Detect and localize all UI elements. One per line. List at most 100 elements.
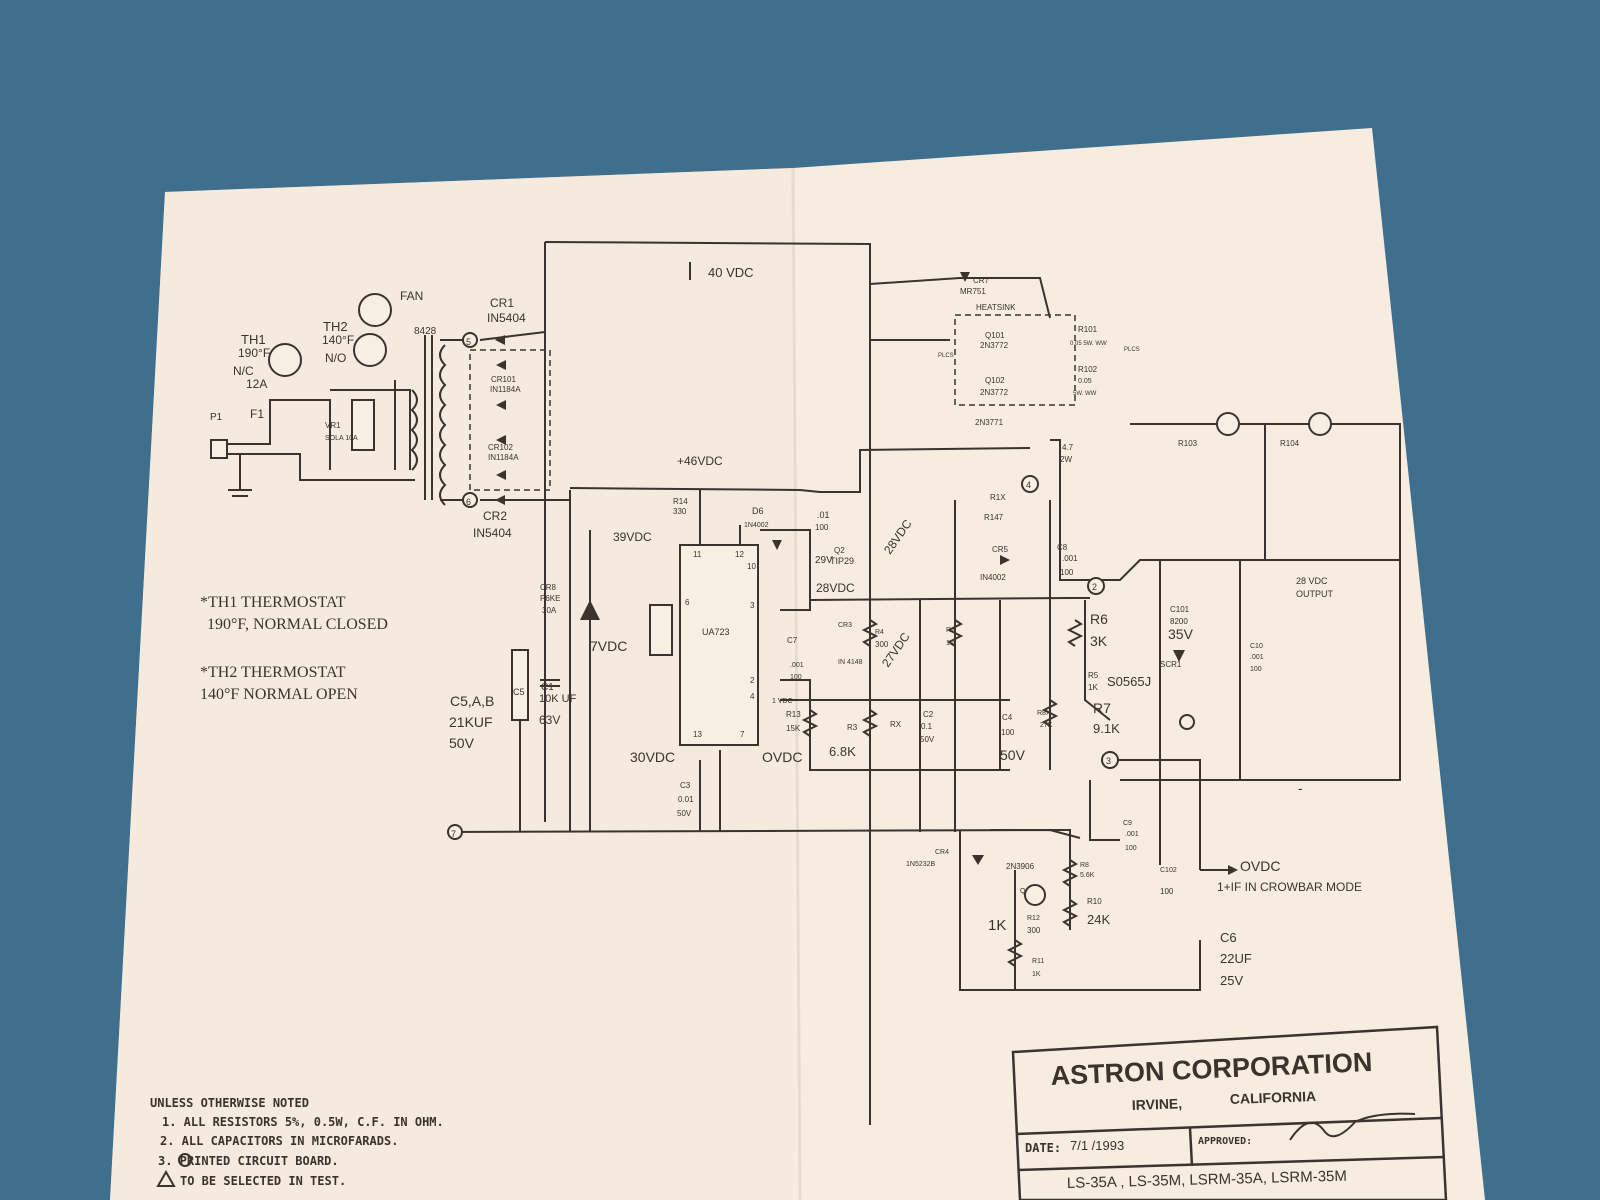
v30-label: 30VDC (630, 749, 675, 765)
cr1-label: CR1 (490, 296, 514, 310)
diode-icon (496, 470, 506, 480)
r102-detail-label: 5W. WW (1073, 391, 1097, 397)
pin-13-label: 13 (693, 730, 702, 739)
r102-label: R102 (1078, 365, 1098, 374)
note-item-4: TO BE SELECTED IN TEST. (180, 1174, 346, 1188)
ovdc-label: OVDC (762, 749, 802, 765)
fan-icon (358, 293, 392, 327)
r7-value-label: 9.1K (1093, 721, 1120, 736)
c3-value-label: 0.01 (678, 795, 694, 804)
c8-value2-label: 100 (1060, 568, 1074, 577)
model-numbers: LS-35A , LS-35M, LSRM-35A, LSRM-35M (1067, 1168, 1347, 1192)
c10-value-label: .001 (1250, 654, 1264, 661)
r8-value-label: 5.6K (1080, 872, 1095, 879)
q-2n3771-label: 2N3771 (975, 418, 1004, 427)
r3-value-label: 6.8K (829, 744, 856, 759)
c1-value-label: 10K UF (539, 693, 577, 705)
c01-label: .01 (817, 510, 830, 520)
ua723-ic (679, 544, 759, 746)
r10-resistor-icon (1061, 899, 1079, 927)
c10-label: C10 (1250, 643, 1263, 650)
r12-value-label: 300 (1027, 926, 1041, 935)
c102-value-label: 100 (1160, 887, 1174, 896)
r11-value-label: 1K (1032, 971, 1041, 978)
transformer-label: 8428 (414, 326, 437, 337)
cr8-detail-label: 30A (542, 606, 557, 615)
cap-bank-label: C5,A,B (450, 693, 494, 709)
r10-label: R10 (1087, 897, 1102, 906)
v46-label: +46VDC (677, 454, 723, 468)
v29-label: 29V (815, 555, 833, 566)
cr3-label: CR3 (838, 622, 852, 629)
note-th2-line2: 140°F NORMAL OPEN (200, 686, 358, 703)
r13-resistor-icon (801, 709, 819, 737)
q1-transistor-icon (1024, 884, 1046, 906)
cr7-label: CR7 (973, 276, 990, 285)
r7-label: R7 (1093, 700, 1111, 716)
cr4-part-label: 1N5232B (906, 861, 936, 868)
date-label: DATE: (1025, 1141, 1061, 1155)
v28b-label: 28VDC (816, 581, 855, 595)
node-7-marker (447, 824, 463, 840)
th1-label: TH1 (241, 332, 266, 347)
cr1-part-label: IN5404 (487, 311, 526, 325)
q101-label: Q101 (985, 331, 1005, 340)
cap-bank-voltage-label: 50V (449, 735, 475, 751)
vr1-label: VR1 (325, 421, 341, 430)
r4-label: R4 (875, 629, 884, 636)
note-item-3: 3. PRINTED CIRCUIT BOARD. (158, 1154, 339, 1168)
cr5-label: CR5 (992, 545, 1009, 554)
c101-label: C101 (1170, 605, 1190, 614)
node-6-marker (462, 492, 478, 508)
cr7-part-label: MR751 (960, 287, 986, 296)
c9-value2-label: 100 (1125, 845, 1137, 852)
q102-label: Q102 (985, 376, 1005, 385)
r-1k-label: 1K (988, 917, 1006, 934)
cr5-part-label: IN4002 (980, 573, 1006, 582)
top-rail-label: 40 VDC (708, 265, 754, 280)
pin-3-label: 3 (750, 601, 755, 610)
c2-value-label: 0.1 (921, 722, 933, 731)
node-4-label: 4 (1026, 480, 1031, 490)
node-3-label: 3 (1106, 756, 1111, 766)
cr1-diode-icon (495, 335, 505, 345)
c3-voltage-label: 50V (677, 809, 692, 818)
plug-label: P1 (210, 412, 223, 423)
c5-capacitor-icon (511, 649, 529, 721)
c2-label: C2 (923, 710, 934, 719)
c1-voltage-label: 63V (539, 713, 560, 727)
node-2-label: 2 (1092, 582, 1097, 592)
ammeter-icon (1216, 412, 1240, 436)
c4-label: C4 (1002, 713, 1013, 722)
q101-part-label: 2N3772 (980, 341, 1009, 350)
cr4-zener-icon (972, 855, 984, 865)
pin-6-label: 6 (685, 598, 690, 607)
note-item-2: 2. ALL CAPACITORS IN MICROFARADS. (160, 1134, 398, 1148)
date-value: 7/1 /1993 (1070, 1138, 1124, 1153)
plug-icon (210, 439, 228, 459)
r6-label: R6 (1090, 611, 1108, 627)
notes-header: UNLESS OTHERWISE NOTED (150, 1096, 309, 1110)
fuse-rating-label: 12A (246, 377, 267, 391)
cr5-diode-icon (1000, 555, 1010, 565)
c1-label: C1 (541, 682, 554, 693)
c9-value-label: .001 (1125, 831, 1139, 838)
pin-7-label: 7 (740, 730, 745, 739)
node-6-label: 6 (466, 497, 471, 507)
company-state: CALIFORNIA (1230, 1088, 1317, 1107)
c4-voltage-label: 50V (1000, 747, 1026, 763)
output-label-2: OUTPUT (1296, 589, 1334, 599)
note-th2-line1: *TH2 THERMOSTAT (200, 664, 346, 681)
note-th1-line2: 190°F, NORMAL CLOSED (207, 616, 388, 633)
company-name: ASTRON CORPORATION (1050, 1047, 1373, 1091)
node-4-marker (1021, 475, 1039, 493)
r8x-label: R8X (1037, 710, 1051, 717)
voltmeter-icon (1308, 412, 1332, 436)
node-5-marker (462, 332, 478, 348)
q102-part-label: 2N3772 (980, 388, 1009, 397)
th2-no-label: N/O (325, 351, 346, 365)
r14-label: R14 (673, 497, 688, 506)
vr1-varistor-icon (351, 399, 375, 451)
r5-value-label: 1K (1088, 683, 1098, 692)
